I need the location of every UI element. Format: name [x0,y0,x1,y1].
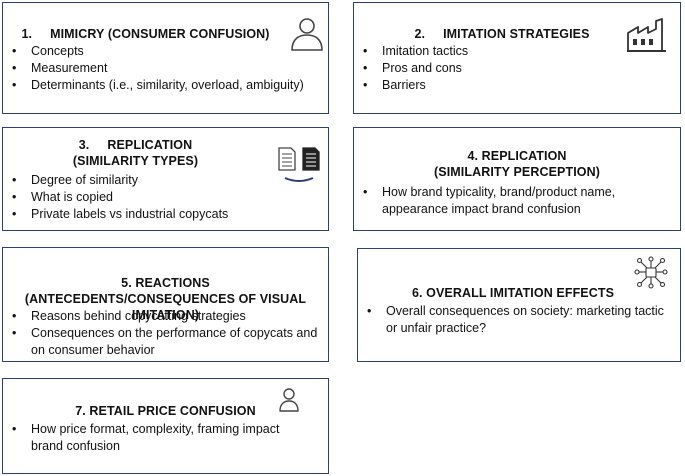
list-item: Consequences on the performance of copyc… [9,325,321,359]
box-title-text: 7. RETAIL PRICE CONFUSION [75,404,256,418]
box-list: Reasons behind copycatting strategies Co… [9,308,321,359]
box-list: Degree of similarity What is copied Priv… [9,172,309,223]
list-item: Measurement [9,60,324,77]
box-subtitle: (SIMILARITY PERCEPTION) [434,165,600,179]
box-subtitle: (SIMILARITY TYPES) [72,154,199,168]
box-title-text: 4. REPLICATION [467,149,567,163]
box-title-text: MIMICRY (CONSUMER CONFUSION) [50,27,270,41]
box-title: 2. IMITATION STRATEGIES [354,26,680,42]
box-number: 3. [78,138,90,152]
box-replication-types: 3. REPLICATION (SIMILARITY TYPES) Degree … [2,127,329,231]
list-item: Reasons behind copycatting strategies [9,308,321,325]
list-item: How price format, complexity, framing im… [9,421,294,455]
box-title: 1. MIMICRY (CONSUMER CONFUSION) [3,26,328,42]
list-item: How brand typicality, brand/product name… [360,184,660,218]
box-number: 2. [414,27,426,41]
box-list: How brand typicality, brand/product name… [360,184,660,218]
list-item: Overall consequences on society: marketi… [364,303,664,337]
list-item: Pros and cons [360,60,660,77]
box-list: How price format, complexity, framing im… [9,421,294,455]
box-list: Imitation tactics Pros and cons Barriers [360,43,660,94]
box-title: 7. RETAIL PRICE CONFUSION [3,403,328,419]
box-title: 4. REPLICATION (SIMILARITY PERCEPTION) [354,148,680,180]
list-item: Barriers [360,77,660,94]
list-item: Determinants (i.e., similarity, overload… [9,77,324,94]
list-item: What is copied [9,189,309,206]
list-item: Concepts [9,43,324,60]
box-reactions: 5. REACTIONS (ANTECEDENTS/CONSEQUENCES O… [2,247,329,362]
box-list: Overall consequences on society: marketi… [364,303,664,337]
box-title-text: REPLICATION [107,138,193,152]
box-mimicry: 1. MIMICRY (CONSUMER CONFUSION) Concepts … [2,2,329,114]
box-number: 1. [21,27,33,41]
list-item: Private labels vs industrial copycats [9,206,309,223]
list-item: Degree of similarity [9,172,309,189]
network-icon [634,256,668,289]
box-title-text: IMITATION STRATEGIES [443,27,590,41]
box-imitation-strategies: 2. IMITATION STRATEGIES Imitation tactics… [353,2,681,114]
box-overall-effects: 6. OVERALL IMITATION EFFECTS Overall con… [357,248,681,362]
box-replication-perception: 4. REPLICATION (SIMILARITY PERCEPTION) H… [353,127,681,231]
box-list: Concepts Measurement Determinants (i.e.,… [9,43,324,94]
box-title-text: 6. OVERALL IMITATION EFFECTS [411,286,615,300]
box-title-text: 5. REACTIONS [121,276,210,290]
box-title: 3. REPLICATION (SIMILARITY TYPES) [3,137,328,169]
box-title: 6. OVERALL IMITATION EFFECTS [358,285,680,301]
person-icon [279,388,299,412]
box-retail-price: 7. RETAIL PRICE CONFUSION How price form… [2,378,329,474]
list-item: Imitation tactics [360,43,660,60]
